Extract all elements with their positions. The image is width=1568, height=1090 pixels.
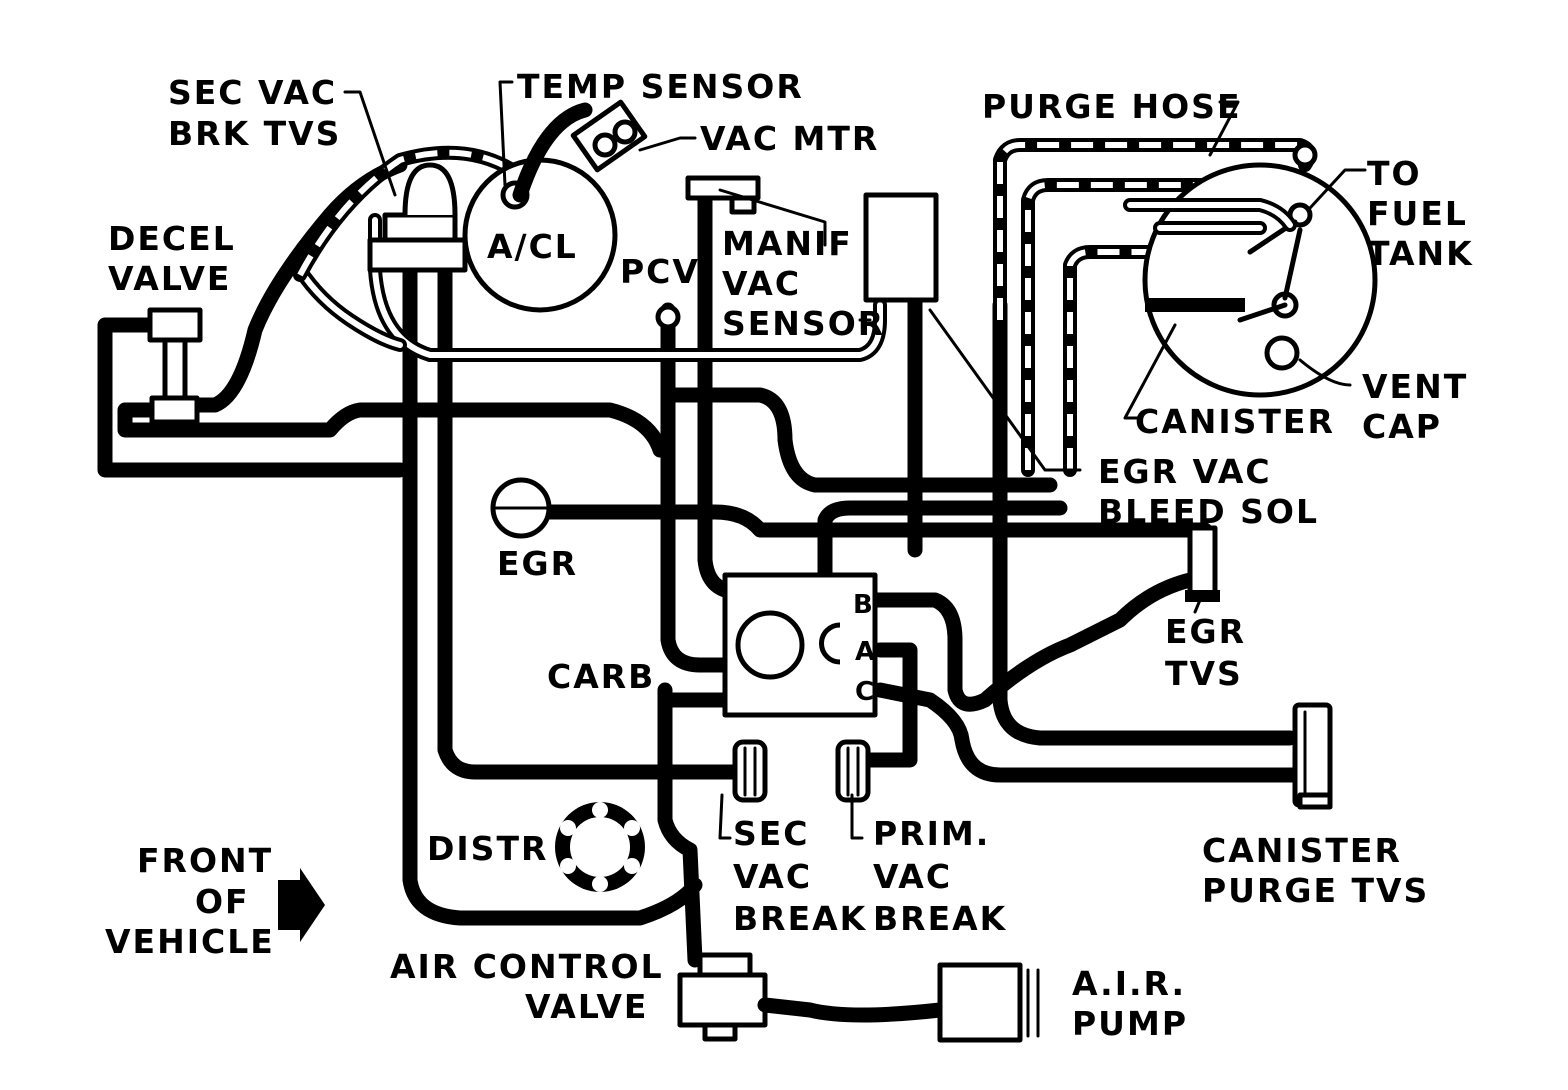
sec-vac-break-body [732,739,768,803]
label-air-control-valve-2: VALVE [525,987,648,1026]
label-pcv: PCV [620,252,700,291]
label-prim-vac-break-1: PRIM. [873,814,990,853]
label-sec-vac-break-2: VAC [733,857,812,896]
decel-valve-top [147,307,203,343]
label-front-of-vehicle-3: VEHICLE [105,922,275,961]
canister-purge-tvs-unit [1292,702,1333,810]
label-vent-cap-1: VENT [1362,367,1468,406]
label-egr-vac-bleed-sol-1: EGR VAC [1098,452,1272,491]
label-to-fuel-tank-2: FUEL [1367,194,1468,233]
canister-line-hose [992,297,1298,746]
egr-bleed-hose [817,500,1068,583]
label-air-pump-1: A.I.R. [1072,964,1186,1003]
manif-vac-fitting [685,175,761,201]
air-pump-body [937,962,1023,1043]
label-temp-sensor: TEMP SENSOR [517,67,804,106]
label-air-pump-2: PUMP [1072,1004,1188,1043]
label-air-control-valve-1: AIR CONTROL [390,947,664,986]
decel-valve [147,307,203,425]
manif-vac-sensor [685,175,939,303]
label-prim-vac-break-3: BREAK [873,899,1007,938]
label-egr-tvs-1: EGR [1165,612,1246,651]
label-manif-vac-sensor-3: SENSOR [722,304,885,343]
air-pump [757,962,1040,1043]
pcv-top-loop-hose [667,387,1058,493]
label-canister-purge-tvs-2: PURGE TVS [1202,871,1429,910]
egr-tvs-unit [1185,525,1220,602]
label-purge-hose: PURGE HOSE [982,87,1242,126]
prim-vac-break-body [835,739,871,803]
air-control-valve [677,952,768,1042]
label-carb-port-c: C [855,677,876,707]
leader-lines [343,80,1367,840]
air-cleaner [367,99,648,313]
pcv-valve [655,304,681,330]
label-prim-vac-break-2: VAC [873,857,952,896]
prim-vac-break-unit [835,739,871,803]
decel-hose-inner [117,402,668,458]
label-sec-vac-brk-tvs-1: SEC VAC [168,73,337,112]
carb-c-to-canister-purge-hose [872,682,1303,783]
label-vac-mtr: VAC MTR [700,119,879,158]
decel-hose-outer [97,317,408,478]
arrow-right-icon [278,868,325,942]
carb-bore-secondary [819,622,841,665]
label-egr-tvs-2: TVS [1165,654,1243,693]
decel-valve-bottom [149,395,200,425]
carb-a-to-prim-vac-hose [862,642,918,768]
acl-to-sec-vac-hose [437,262,743,780]
label-sec-vac-brk-tvs-2: BRK TVS [168,114,341,153]
label-front-of-vehicle-2: OF [195,882,250,921]
temp-sensor-hose [512,102,593,203]
label-canister: CANISTER [1135,402,1335,441]
label-manif-vac-sensor-1: MANIF [722,224,853,263]
label-sec-vac-break-3: BREAK [733,899,867,938]
pcv-port [655,304,681,330]
carburetor [722,572,878,718]
labels: SEC VAC BRK TVS TEMP SENSOR VAC MTR PURG… [105,67,1474,1043]
sec-vac-break-unit [732,739,768,803]
manif-vac-sensor-box [863,192,939,303]
label-decel-valve-2: VALVE [108,259,231,298]
label-carb-port-b: B [853,590,875,620]
label-egr-vac-bleed-sol-2: BLEED SOL [1098,492,1319,531]
vacuum-hoses [97,157,1303,968]
pcv-hose [660,302,738,673]
label-carb: CARB [547,657,655,696]
label-canister-purge-tvs-1: CANISTER [1202,831,1402,870]
carb-b-to-egr-tvs-hose [867,572,1198,712]
label-acl: A/CL [487,227,578,266]
front-arrow [278,868,325,942]
egr-hose [537,504,1213,538]
label-distr: DISTR [427,829,548,868]
label-front-of-vehicle-1: FRONT [137,841,273,880]
egr-tvs-body [1187,525,1218,601]
air-control-valve-body [677,972,768,1028]
air-pump-hose [757,997,948,1023]
canister [1123,142,1378,398]
distributor [555,802,645,892]
air-control-hose [657,682,703,968]
egr-valve [490,477,552,539]
acl-left-hose [402,262,703,926]
carb-bore-primary [735,610,805,680]
canister-purge-tvs-body [1292,702,1333,808]
vent-cap [1264,335,1300,371]
label-egr: EGR [497,544,578,583]
label-sec-vac-break-1: SEC [733,814,810,853]
label-to-fuel-tank-1: TO [1367,154,1422,193]
canister-outlet [1145,298,1245,312]
label-to-fuel-tank-3: TANK [1367,234,1474,273]
label-manif-vac-sensor-2: VAC [722,264,801,303]
label-decel-valve-1: DECEL [108,219,236,258]
label-vent-cap-2: CAP [1362,407,1442,446]
label-carb-port-a: A [855,637,877,667]
